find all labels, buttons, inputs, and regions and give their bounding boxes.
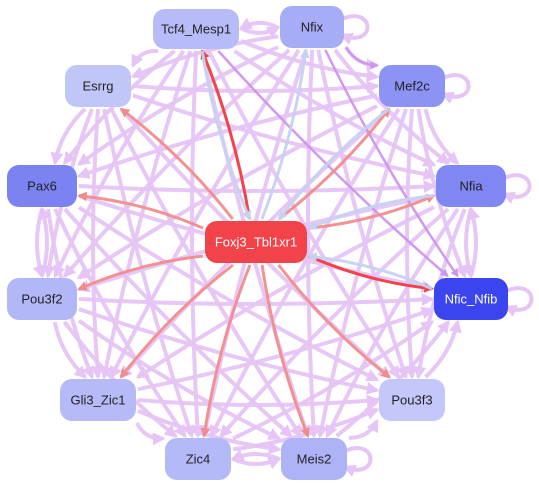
node-foxj3_tbl1xr1[interactable]: Foxj3_Tbl1xr1 — [205, 221, 307, 263]
edge-tcf4_mesp1-to-pou3f3 — [207, 50, 401, 380]
self-loop-nfia — [501, 173, 532, 204]
edge-pax6-to-zic4 — [53, 208, 187, 439]
edge-nfix-to-tcf4_mesp1 — [238, 17, 279, 30]
node-pou3f2[interactable]: Pou3f2 — [7, 278, 77, 320]
edge-foxj3_tbl1xr1-to-mef2c — [278, 107, 391, 221]
edge-foxj3_tbl1xr1-to-esrrg — [119, 107, 234, 220]
edge-mef2c-to-foxj3_tbl1xr1 — [277, 107, 390, 221]
edge-nfic_nfib-to-foxj3_tbl1xr1 — [307, 252, 433, 291]
edge-nfix-to-meis2 — [305, 49, 320, 439]
edge-pou3f2-to-pax6 — [38, 206, 52, 277]
edge-nfia-to-nfic_nfib — [461, 208, 475, 279]
edge-tcf4_mesp1-to-gli3_zic1 — [99, 50, 193, 380]
edge-gli3_zic1-to-pou3f3 — [137, 394, 380, 408]
node-box — [7, 278, 77, 320]
node-esrrg[interactable]: Esrrg — [65, 65, 131, 107]
self-loop-layer — [339, 14, 534, 477]
node-box — [153, 9, 239, 49]
edge-esrrg-to-meis2 — [109, 108, 303, 439]
edge-nfia-to-foxj3_tbl1xr1 — [307, 194, 435, 230]
edge-mef2c-to-nfia — [423, 108, 460, 165]
edge-nfix-to-mef2c — [344, 46, 379, 70]
edge-pax6-to-meis2 — [63, 207, 294, 438]
edge-pou3f2-to-meis2 — [77, 319, 282, 441]
edge-tcf4_mesp1-to-esrrg — [131, 48, 159, 68]
edge-foxj3_tbl1xr1-to-pax6 — [77, 191, 204, 230]
edge-mef2c-to-pou3f3 — [404, 108, 418, 380]
node-mef2c[interactable]: Mef2c — [379, 65, 445, 107]
edge-foxj3_tbl1xr1-to-nfic_nfib — [308, 254, 434, 293]
node-box — [379, 65, 445, 107]
edge-foxj3_tbl1xr1-to-pou3f3 — [277, 264, 391, 379]
edge-pax6-to-pou3f3 — [77, 205, 380, 382]
edge-foxj3_tbl1xr1-to-nfix — [260, 48, 310, 220]
self-loop-nfix — [339, 14, 370, 45]
edge-esrrg-to-zic4 — [102, 108, 195, 439]
node-box — [379, 379, 445, 421]
node-nfic_nfib[interactable]: Nfic_Nfib — [434, 278, 508, 320]
edge-tcf4_mesp1-to-zic4 — [189, 50, 204, 439]
node-pax6[interactable]: Pax6 — [7, 165, 77, 207]
edge-foxj3_tbl1xr1-to-pou3f2 — [77, 254, 204, 291]
edge-meis2-to-pou3f3 — [348, 418, 379, 440]
node-meis2[interactable]: Meis2 — [281, 438, 347, 480]
node-gli3_zic1[interactable]: Gli3_Zic1 — [60, 379, 136, 421]
node-box — [436, 165, 506, 207]
node-box — [281, 438, 347, 480]
edge-gli3_zic1-to-nfic_nfib — [137, 306, 435, 392]
node-box — [165, 438, 231, 480]
edge-nfix-to-nfic_nfib — [324, 49, 459, 278]
edge-nfia-to-meis2 — [325, 207, 460, 439]
edge-esrrg-to-nfia — [132, 93, 437, 181]
edge-tcf4_mesp1-to-mef2c — [240, 39, 380, 82]
edge-tcf4_mesp1-to-nfic_nfib — [217, 50, 449, 278]
edge-tcf4_mesp1-to-foxj3_tbl1xr1 — [200, 50, 252, 221]
edge-pax6-to-pou3f2 — [32, 208, 46, 279]
node-box — [7, 165, 77, 207]
edge-zic4-to-meis2 — [232, 457, 282, 469]
edge-foxj3_tbl1xr1-to-meis2 — [260, 264, 310, 438]
edge-mef2c-to-zic4 — [209, 107, 401, 439]
node-box — [434, 278, 508, 320]
edge-tcf4_mesp1-to-nfix — [240, 25, 281, 39]
edge-mef2c-to-pax6 — [76, 93, 378, 179]
node-box — [205, 221, 307, 263]
self-loop-meis2 — [342, 446, 373, 477]
edge-gli3_zic1-to-zic4 — [135, 422, 166, 446]
self-loop-mef2c — [440, 73, 471, 104]
edge-nfix-to-pax6 — [76, 45, 279, 166]
node-nfia[interactable]: Nfia — [436, 165, 506, 207]
node-zic4[interactable]: Zic4 — [165, 438, 231, 480]
edge-mef2c-to-pou3f2 — [76, 104, 378, 280]
edge-foxj3_tbl1xr1-to-gli3_zic1 — [119, 263, 234, 379]
node-pou3f3[interactable]: Pou3f3 — [379, 379, 445, 421]
node-nfix[interactable]: Nfix — [280, 6, 344, 48]
edge-meis2-to-zic4 — [230, 449, 280, 461]
edge-esrrg-to-pax6 — [50, 107, 87, 166]
edge-zic4-to-nfic_nfib — [232, 320, 435, 441]
node-box — [65, 65, 131, 107]
node-box — [280, 6, 344, 48]
edge-foxj3_tbl1xr1-to-zic4 — [200, 264, 252, 438]
edge-pou3f2-to-nfic_nfib — [78, 293, 435, 306]
edge-foxj3_tbl1xr1-to-nfia — [308, 194, 436, 230]
node-tcf4_mesp1[interactable]: Tcf4_Mesp1 — [153, 9, 239, 49]
self-loop-nfic_nfib — [503, 286, 534, 317]
edge-pou3f3-to-nfic_nfib — [424, 319, 462, 379]
edge-pou3f2-to-gli3_zic1 — [52, 321, 88, 379]
edge-pax6-to-nfia — [78, 180, 437, 193]
edge-foxj3_tbl1xr1-to-tcf4_mesp1 — [200, 49, 251, 220]
edge-nfic_nfib-to-nfia — [467, 206, 481, 277]
edge-nfix-to-pou3f3 — [316, 49, 409, 380]
node-box — [60, 379, 136, 421]
